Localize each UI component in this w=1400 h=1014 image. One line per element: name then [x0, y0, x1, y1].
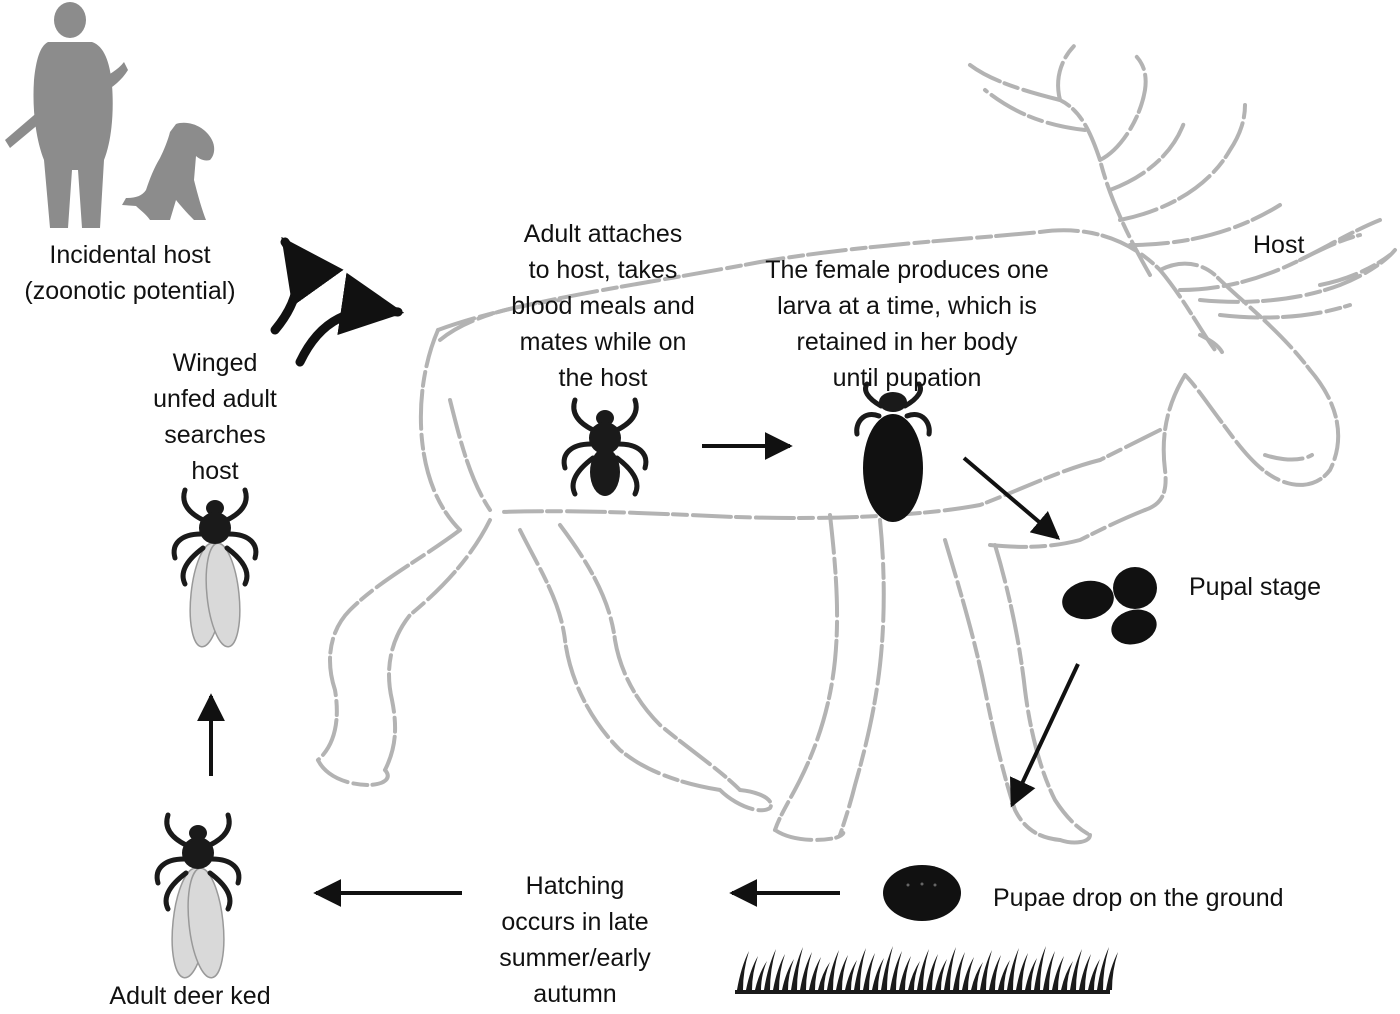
grass-icon: [735, 946, 1118, 994]
adult-deer-ked-icon: [157, 815, 239, 979]
arrow-female-to-pupal: [962, 456, 1061, 540]
arrow-pupal-to-ground: [1010, 663, 1080, 808]
dog-silhouette-icon: [122, 122, 215, 220]
label-incidental-host: Incidental host (zoonotic potential): [24, 241, 236, 305]
moose-outline-icon: [316, 43, 1397, 845]
human-silhouette-icon: [5, 2, 128, 228]
curved-arrows: [270, 236, 405, 367]
pupa-icon: [883, 865, 961, 921]
label-adult-attaches: Adult attaches to host, takes blood meal…: [511, 220, 695, 392]
arrow-to-incidental-host: [270, 236, 344, 335]
label-pupal-stage: Pupal stage: [1189, 573, 1322, 601]
label-host: Host: [1253, 231, 1305, 259]
arrow-to-host: [295, 272, 405, 367]
gravid-female-ked-icon: [854, 381, 932, 522]
winged-deer-ked-icon: [174, 490, 256, 648]
pupae-cluster-icon: [1062, 567, 1157, 645]
grass-blades: [735, 946, 1118, 994]
label-adult-deer-ked: Adult deer ked: [109, 982, 271, 1010]
label-hatching: Hatching occurs in late summer/early aut…: [499, 872, 651, 1008]
label-female-produces: The female produces one larva at a time,…: [765, 256, 1049, 392]
straight-arrows: [197, 432, 1080, 907]
label-winged-adult: Winged unfed adult searches host: [153, 349, 277, 485]
attached-deer-ked-icon: [564, 400, 646, 496]
label-pupae-drop: Pupae drop on the ground: [993, 884, 1284, 912]
